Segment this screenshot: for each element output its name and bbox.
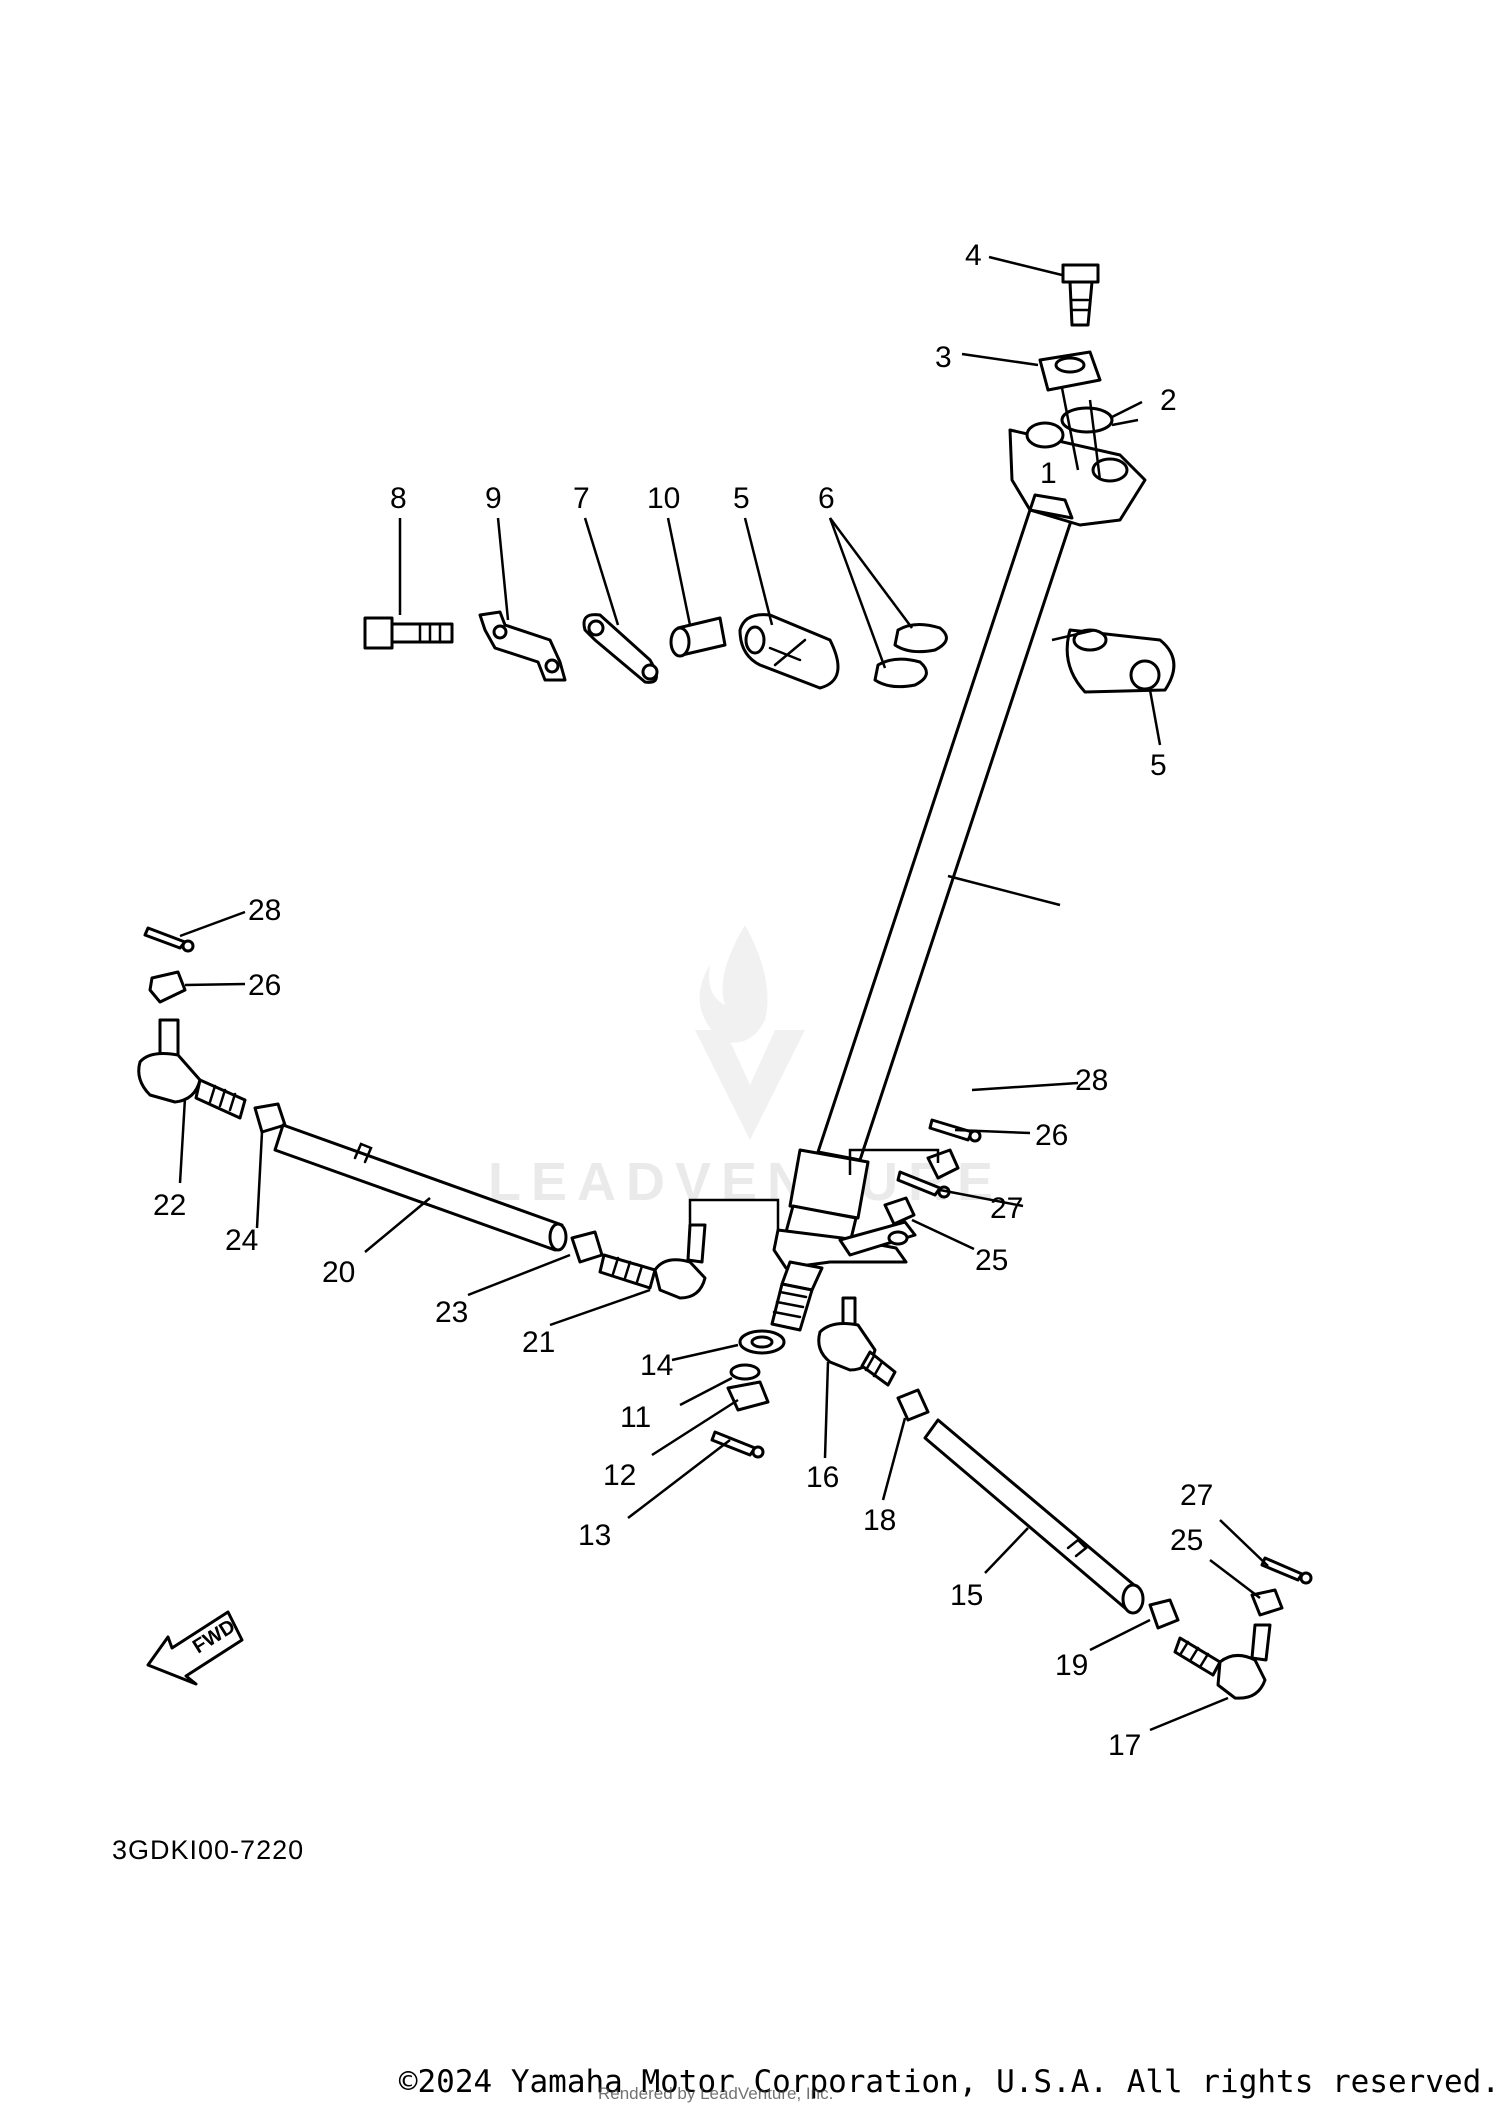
callout-10: 10 xyxy=(647,482,680,515)
callout-24: 24 xyxy=(225,1224,258,1257)
collar xyxy=(1038,350,1102,392)
callout-6: 6 xyxy=(818,482,835,515)
callout-8: 8 xyxy=(390,482,407,515)
tie-rod-left xyxy=(273,1123,568,1252)
callout-1: 1 xyxy=(1040,457,1057,490)
callout-2: 2 xyxy=(1160,384,1177,417)
callout-25-right: 25 xyxy=(1170,1524,1203,1557)
leadventure-watermark: LEADVENTURE xyxy=(488,925,993,1212)
callout-4: 4 xyxy=(965,239,982,272)
callout-3: 3 xyxy=(935,341,952,374)
callout-18: 18 xyxy=(863,1504,896,1537)
callout-28-right: 28 xyxy=(1075,1064,1108,1097)
castle-nut-mid-right xyxy=(883,1196,916,1226)
callout-23: 23 xyxy=(435,1296,468,1329)
callout-17: 17 xyxy=(1108,1729,1141,1762)
castle-nut-upper-left xyxy=(148,970,187,1004)
plate xyxy=(582,613,659,684)
callout-9: 9 xyxy=(485,482,502,515)
lock-plate xyxy=(478,610,567,682)
upper-clamp xyxy=(1008,421,1147,527)
callout-26-right: 26 xyxy=(1035,1119,1068,1152)
tie-rod-end-right xyxy=(1173,1623,1272,1700)
callout-5-top: 5 xyxy=(733,482,750,515)
callout-27-right: 27 xyxy=(1180,1479,1213,1512)
hex-bolt xyxy=(363,616,454,650)
rendered-by-notice: Rendered by LeadVenture, Inc. xyxy=(598,2084,834,2103)
bushing-holder-left xyxy=(738,613,840,690)
callout-15: 15 xyxy=(950,1579,983,1612)
tie-rod-end-center-left xyxy=(598,1223,707,1300)
bushing-holder xyxy=(1065,628,1176,694)
cotter-pin-upper-left xyxy=(143,926,195,953)
bushing-halves xyxy=(873,623,948,689)
plug xyxy=(1060,406,1114,434)
castle-nut-right xyxy=(1250,1588,1284,1617)
copyright-notice: ©2024 Yamaha Motor Corporation, U.S.A. A… xyxy=(398,2064,1500,2100)
washer-small xyxy=(729,1363,761,1381)
nut-left xyxy=(253,1102,287,1134)
callout-12: 12 xyxy=(603,1459,636,1492)
callout-27-center: 27 xyxy=(990,1192,1023,1225)
callout-26-left: 26 xyxy=(248,969,281,1002)
diagram-code: 3GDKI00-7220 xyxy=(112,1835,305,1865)
collar-sleeve xyxy=(669,616,727,658)
tie-rod-right xyxy=(923,1418,1145,1615)
nut-right xyxy=(1148,1598,1180,1630)
callout-22: 22 xyxy=(153,1189,186,1222)
callout-16: 16 xyxy=(806,1461,839,1494)
tie-rod-end-left xyxy=(137,1018,247,1120)
callout-20: 20 xyxy=(322,1256,355,1289)
callout-28-left: 28 xyxy=(248,894,281,927)
callout-25-center: 25 xyxy=(975,1244,1008,1277)
castle-nut-upper-right xyxy=(926,1148,960,1180)
castle-nut-center xyxy=(726,1380,770,1412)
callout-7: 7 xyxy=(573,482,590,515)
nut-center-right xyxy=(896,1388,930,1422)
washer-center xyxy=(738,1329,786,1355)
nut-center-left xyxy=(570,1230,604,1264)
leader-lines xyxy=(178,255,1269,1732)
fwd-arrow-icon: FWD xyxy=(146,1610,244,1686)
callout-11: 11 xyxy=(620,1401,651,1434)
callout-14: 14 xyxy=(640,1349,673,1382)
callout-21: 21 xyxy=(522,1326,555,1359)
callout-5-right: 5 xyxy=(1150,749,1167,782)
callout-13: 13 xyxy=(578,1519,611,1552)
steering-shaft xyxy=(770,508,1074,1332)
flange-bolt xyxy=(1061,263,1100,327)
callout-labels: 1 2 3 4 5 5 6 7 8 9 10 11 12 13 14 15 16… xyxy=(153,239,1213,1762)
cotter-pin-center xyxy=(710,1430,765,1459)
callout-19: 19 xyxy=(1055,1649,1088,1682)
cotter-pin-right xyxy=(1260,1556,1313,1585)
tie-rod-end-center-right xyxy=(817,1296,897,1387)
cotter-pin-upper-right xyxy=(928,1118,982,1143)
